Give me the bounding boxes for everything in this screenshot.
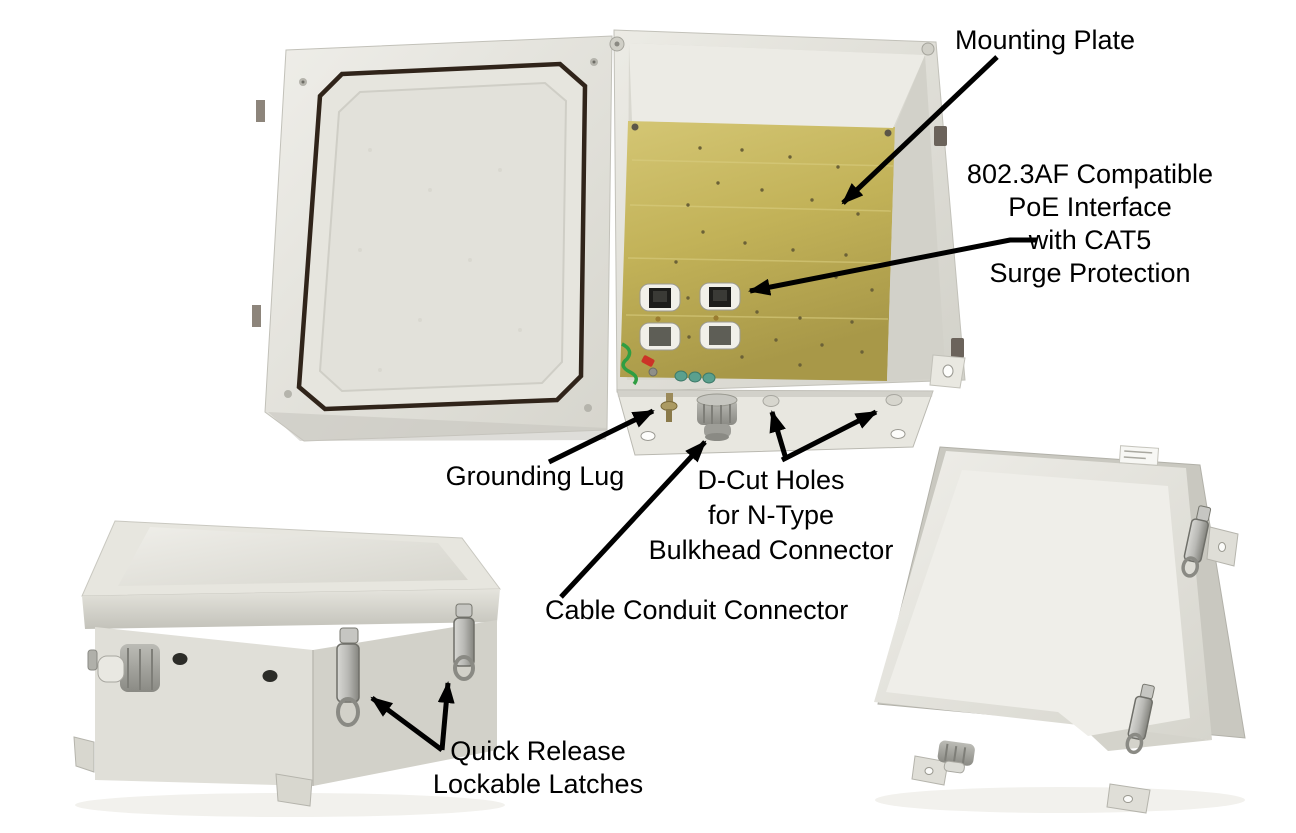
cable-conduit-connector-side <box>87 644 160 692</box>
enclosure-body-open <box>609 29 966 393</box>
arrow-cable-conduit <box>559 440 707 599</box>
quick-release-latch <box>453 603 475 681</box>
poe-interface-connectors <box>639 282 741 351</box>
dcut-text-line1: D-Cut Holes <box>697 465 845 495</box>
bottom-flange <box>616 389 934 456</box>
hinge-tab <box>256 100 265 122</box>
plate-screw <box>884 129 892 137</box>
latches-text-line1: Quick Release <box>450 736 626 766</box>
ground-shadow <box>875 787 1245 813</box>
label-sticker <box>1118 445 1160 466</box>
poe-text-line1: 802.3AF Compatible <box>966 159 1214 189</box>
latches-text-line2: Lockable Latches <box>432 769 644 799</box>
enclosure-lid-open <box>252 35 613 442</box>
lid-corner-screws <box>284 58 598 412</box>
ground-wire <box>621 342 658 386</box>
d-cut-hole <box>262 670 278 682</box>
label-quick-release-latches: Quick Release Lockable Latches <box>428 735 648 801</box>
d-cut-hole <box>885 394 903 406</box>
arrow-grounding-lug <box>547 408 655 465</box>
open-enclosure-view <box>252 29 966 456</box>
quick-release-latch <box>336 627 360 727</box>
grounding-lug-text: Grounding Lug <box>445 461 625 491</box>
lid-molding-marks <box>358 148 522 372</box>
hinge-tab <box>252 305 261 327</box>
label-grounding-lug: Grounding Lug <box>440 460 630 493</box>
cable-conduit-text: Cable Conduit Connector <box>545 595 849 625</box>
quick-release-latch <box>1125 683 1155 755</box>
dcut-text-line3: Bulkhead Connector <box>648 535 894 565</box>
arrow-poe-interface <box>748 237 1037 296</box>
label-poe-interface: 802.3AF Compatible PoE Interface with CA… <box>960 158 1220 290</box>
closed-enclosure-flat-view <box>73 520 505 817</box>
ground-shadow <box>75 793 505 817</box>
grounding-lug <box>660 393 678 422</box>
mounting-plate-text: Mounting Plate <box>954 25 1136 55</box>
arrow-mounting-plate <box>841 55 999 205</box>
lid-plateau <box>886 470 1190 736</box>
plate-screw <box>631 123 639 131</box>
grounding-lug-side <box>87 649 98 671</box>
latch-hook <box>951 338 964 358</box>
arrow-d-cut-hole-left <box>769 410 789 460</box>
arrow-latch-left <box>370 695 444 753</box>
label-d-cut-holes: D-Cut Holes for N-Type Bulkhead Connecto… <box>640 463 902 568</box>
cable-conduit-connector <box>696 393 738 441</box>
plate-holes <box>674 146 874 367</box>
empty-cutout <box>649 327 671 346</box>
label-cable-conduit: Cable Conduit Connector <box>545 594 849 627</box>
poe-text-line3: with CAT5 <box>1028 225 1152 255</box>
arrow-latch-right <box>437 681 455 751</box>
cable-conduit-connector-bottom <box>937 740 975 774</box>
d-cut-hole <box>172 653 188 665</box>
closed-enclosure-angled-view <box>874 445 1246 814</box>
label-mounting-plate: Mounting Plate <box>945 24 1145 57</box>
lid-top <box>118 527 468 586</box>
arrow-d-cut-hole-right <box>780 409 878 463</box>
empty-cutout <box>709 326 731 345</box>
quick-release-latch <box>1181 505 1212 578</box>
flange-mounting-hole <box>640 431 656 441</box>
annotation-arrows <box>370 55 1037 753</box>
plate-brushed-texture <box>625 159 894 320</box>
terminal-dots <box>674 370 716 384</box>
latch-hook <box>934 126 947 146</box>
dcut-text-line2: for N-Type <box>707 500 835 530</box>
poe-text-line4: Surge Protection <box>989 258 1191 288</box>
poe-text-line2: PoE Interface <box>1008 192 1172 222</box>
d-cut-hole <box>762 395 780 407</box>
flange-mounting-hole <box>890 429 906 439</box>
